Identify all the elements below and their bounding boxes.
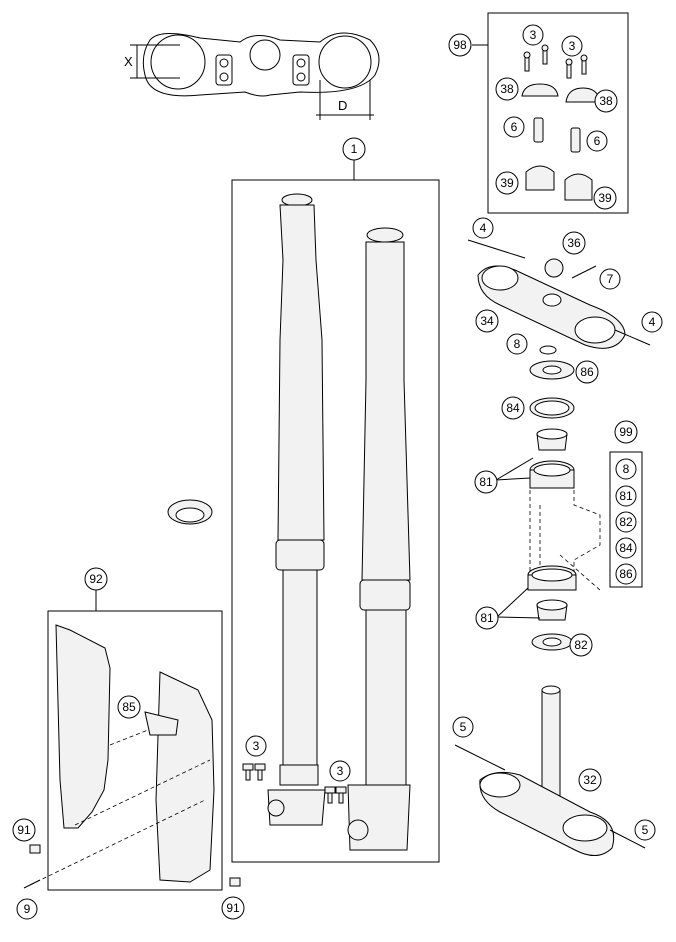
svg-text:85: 85 xyxy=(122,700,136,714)
svg-text:7: 7 xyxy=(607,272,614,286)
svg-text:34: 34 xyxy=(480,314,494,328)
callout-screw-7: 7 xyxy=(599,268,621,290)
callout-screw-3a: 3 xyxy=(522,24,544,46)
callout-kit-99-84: 84 xyxy=(615,537,637,559)
callout-lower-triple-clamp: 32 xyxy=(578,768,602,792)
fork-box xyxy=(231,179,440,863)
callout-screw-91b: 91 xyxy=(221,896,245,920)
washer-part xyxy=(539,345,557,355)
callout-clamp-39b: 39 xyxy=(593,186,617,210)
callout-screw-9: 9 xyxy=(16,898,38,920)
svg-text:84: 84 xyxy=(506,401,520,415)
callout-kit-99-86: 86 xyxy=(615,563,637,585)
fork-leg-right xyxy=(347,227,411,851)
triple-clamp-top-view: X D xyxy=(124,32,380,120)
callout-screw-5-left: 5 xyxy=(452,716,474,738)
svg-text:38: 38 xyxy=(500,82,514,96)
svg-text:99: 99 xyxy=(619,425,633,439)
svg-text:3: 3 xyxy=(569,39,576,53)
svg-text:82: 82 xyxy=(574,638,588,652)
svg-text:39: 39 xyxy=(598,191,612,205)
lower-triple-clamp-part xyxy=(454,685,646,856)
callout-screw-5-right: 5 xyxy=(634,819,656,841)
fork-clamp-screws xyxy=(242,763,347,804)
svg-text:36: 36 xyxy=(567,236,581,250)
callout-clamp-38b: 38 xyxy=(594,89,618,113)
svg-text:5: 5 xyxy=(642,823,649,837)
callout-guard-bracket-85: 85 xyxy=(117,695,141,719)
svg-text:32: 32 xyxy=(583,773,597,787)
callout-clamp-38a: 38 xyxy=(495,77,519,101)
callout-washer-8: 8 xyxy=(506,333,528,355)
callout-bearing-81b: 81 xyxy=(475,606,499,630)
callout-screw-4: 4 xyxy=(472,217,494,239)
svg-text:81: 81 xyxy=(479,475,493,489)
handlebar-clamp-parts xyxy=(521,44,601,201)
callout-fork-screw-3-left: 3 xyxy=(245,735,267,757)
callout-screw-4-right: 4 xyxy=(641,311,663,333)
upper-triple-clamp-part xyxy=(467,239,651,349)
fork-leg-left xyxy=(267,193,326,826)
callout-handlebar-clamp-set: 98 xyxy=(448,33,472,57)
svg-text:6: 6 xyxy=(594,134,601,148)
svg-text:3: 3 xyxy=(253,739,260,753)
svg-text:82: 82 xyxy=(619,515,633,529)
callout-fork-guard-set: 92 xyxy=(84,567,108,591)
svg-text:81: 81 xyxy=(619,489,633,503)
steering-bearing-kit-box xyxy=(609,451,643,588)
callout-bearing-81a: 81 xyxy=(474,470,498,494)
svg-text:6: 6 xyxy=(511,120,518,134)
callout-bolt-6a: 6 xyxy=(503,116,525,138)
svg-text:86: 86 xyxy=(580,365,594,379)
fork-guard-parts xyxy=(23,624,241,889)
svg-text:81: 81 xyxy=(480,611,494,625)
svg-text:39: 39 xyxy=(500,176,514,190)
callout-bolt-6b: 6 xyxy=(586,130,608,152)
callout-steering-bearing-set: 99 xyxy=(614,420,638,444)
svg-text:98: 98 xyxy=(453,38,467,52)
svg-text:3: 3 xyxy=(530,28,537,42)
svg-text:92: 92 xyxy=(89,572,103,586)
svg-text:86: 86 xyxy=(619,567,633,581)
callout-nut-36: 36 xyxy=(562,231,586,255)
callout-kit-99-8: 8 xyxy=(615,458,637,480)
svg-text:9: 9 xyxy=(24,902,31,916)
callout-upper-triple-clamp: 34 xyxy=(475,309,499,333)
callout-fork-screw-3-right: 3 xyxy=(329,760,351,782)
callout-fork: 1 xyxy=(342,137,366,161)
callout-ring-84: 84 xyxy=(501,396,525,420)
handlebar-clamp-set-box xyxy=(487,12,629,214)
callout-kit-99-82: 82 xyxy=(615,511,637,533)
dimension-x-label: X xyxy=(124,54,133,69)
svg-text:91: 91 xyxy=(17,823,31,837)
svg-text:91: 91 xyxy=(226,901,240,915)
callout-seal-82: 82 xyxy=(569,633,593,657)
svg-text:84: 84 xyxy=(619,541,633,555)
svg-text:4: 4 xyxy=(480,221,487,235)
svg-text:38: 38 xyxy=(599,94,613,108)
dimension-d-label: D xyxy=(338,98,347,113)
callout-screw-91a: 91 xyxy=(12,818,36,842)
svg-text:4: 4 xyxy=(649,315,656,329)
callout-screw-3b: 3 xyxy=(561,35,583,57)
callout-kit-99-81: 81 xyxy=(615,485,637,507)
svg-text:5: 5 xyxy=(460,720,467,734)
svg-text:1: 1 xyxy=(351,142,358,156)
fork-guard-box xyxy=(47,610,223,891)
svg-text:8: 8 xyxy=(623,462,630,476)
callout-washer-86: 86 xyxy=(575,360,599,384)
callout-clamp-39a: 39 xyxy=(495,171,519,195)
svg-text:8: 8 xyxy=(514,337,521,351)
svg-text:3: 3 xyxy=(337,764,344,778)
